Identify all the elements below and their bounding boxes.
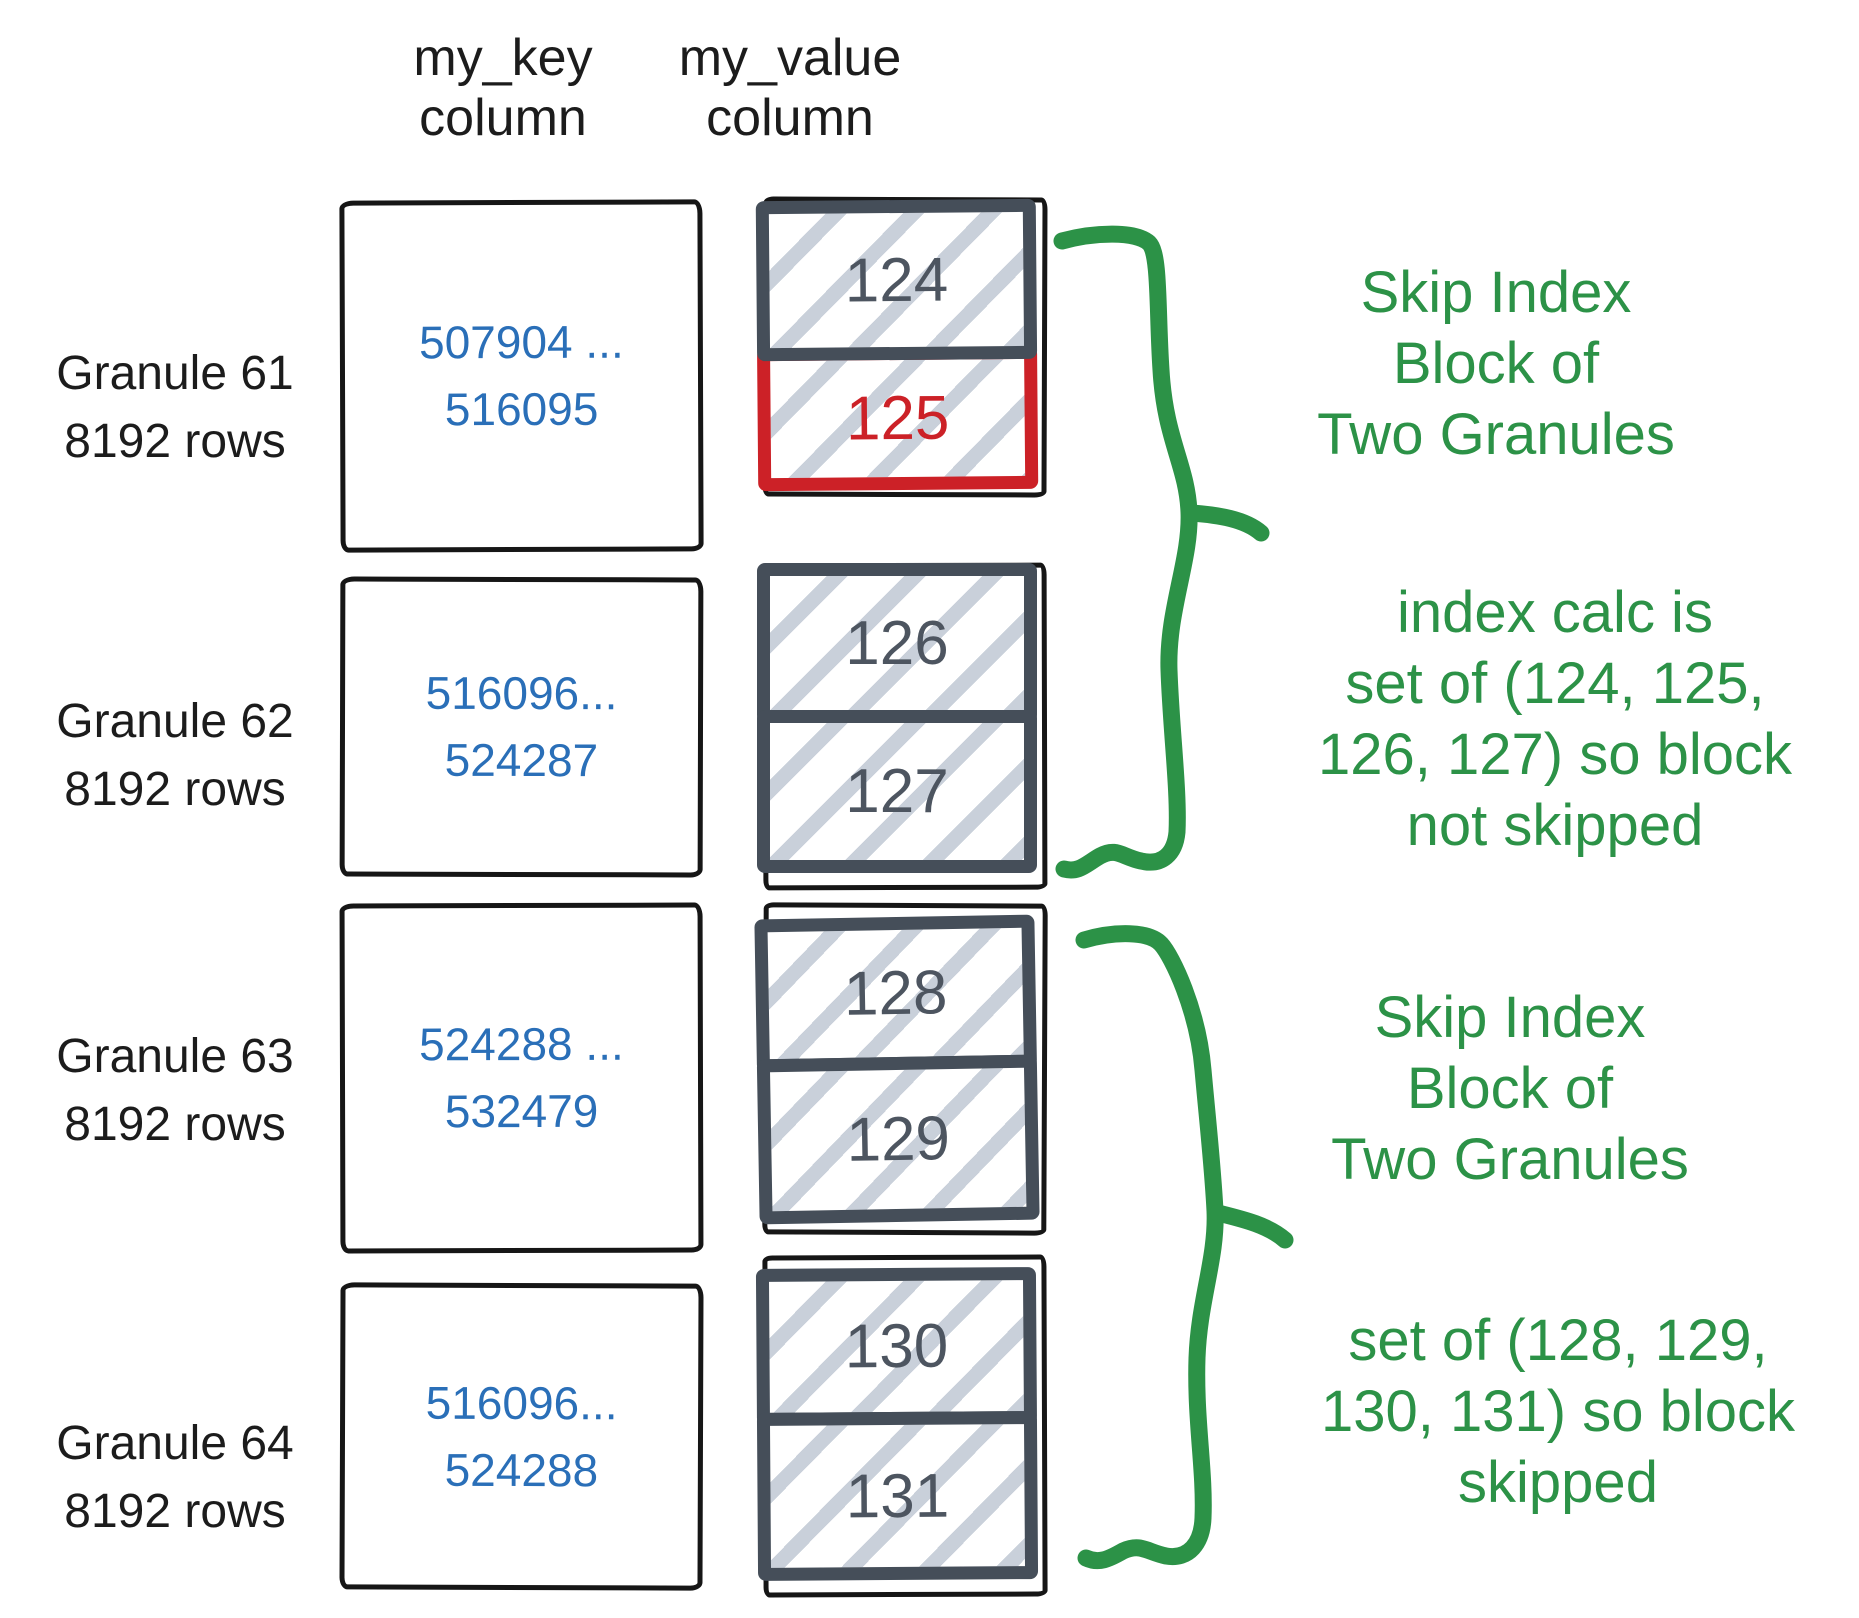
value-block-label: 131 bbox=[845, 1461, 950, 1531]
annotation-line: not skipped bbox=[1406, 793, 1704, 858]
annotation-line: set of (128, 129, bbox=[1348, 1308, 1768, 1373]
granule-64-label: Granule 64 8192 rows bbox=[15, 1410, 335, 1546]
skip-block-1-brace-tick bbox=[1183, 504, 1270, 542]
granule-63-rows: 8192 rows bbox=[64, 1098, 286, 1151]
key-range-to: 532479 bbox=[444, 1084, 599, 1138]
granule-61-label: Granule 61 8192 rows bbox=[15, 340, 335, 476]
annotation-line: Two Granules bbox=[1317, 402, 1675, 467]
value-column-header-line2: column bbox=[706, 89, 874, 147]
value-column-header: my_value column bbox=[640, 28, 940, 148]
value-block-label: 128 bbox=[843, 958, 948, 1029]
key-box-granule-62: 516096... 524287 bbox=[339, 576, 704, 878]
key-range-from: 507904 ... bbox=[418, 315, 624, 369]
value-block-126: 126 bbox=[757, 563, 1037, 723]
granule-62-name: Granule 62 bbox=[56, 695, 294, 748]
annotation-line: index calc is bbox=[1397, 580, 1713, 645]
key-range-from: 524288 ... bbox=[419, 1017, 624, 1071]
skip-block-2-brace bbox=[1075, 925, 1224, 1570]
annotation-line: Skip Index bbox=[1374, 985, 1646, 1050]
value-block-label: 130 bbox=[844, 1311, 949, 1382]
granule-61-rows: 8192 rows bbox=[64, 415, 286, 468]
value-column-header-line1: my_value bbox=[678, 29, 902, 87]
key-box-granule-61: 507904 ... 516095 bbox=[339, 199, 704, 553]
value-block-125-highlighted: 125 bbox=[757, 345, 1039, 492]
value-block-label: 129 bbox=[845, 1104, 951, 1175]
value-block-label: 126 bbox=[845, 608, 949, 678]
annotation-line: 126, 127) so block bbox=[1318, 722, 1792, 787]
granule-63-name: Granule 63 bbox=[56, 1030, 294, 1083]
value-block-label: 124 bbox=[844, 245, 949, 315]
value-block-127: 127 bbox=[757, 710, 1037, 873]
value-blocks-granule-61: 124 125 bbox=[755, 198, 1039, 492]
annotation-line: Block of bbox=[1392, 331, 1600, 396]
annotation-line: Block of bbox=[1406, 1056, 1614, 1121]
value-block-130: 130 bbox=[755, 1267, 1038, 1426]
granule-64-name: Granule 64 bbox=[56, 1417, 294, 1470]
granule-61-name: Granule 61 bbox=[56, 347, 294, 400]
value-blocks-granule-63: 128 129 bbox=[754, 914, 1040, 1225]
value-block-129: 129 bbox=[756, 1054, 1040, 1225]
key-range-from: 516096... bbox=[425, 666, 618, 720]
annotation-line: set of (124, 125, bbox=[1345, 651, 1765, 716]
annotation-line: Skip Index bbox=[1360, 260, 1632, 325]
value-block-131: 131 bbox=[756, 1411, 1039, 1581]
key-column-header-line2: column bbox=[419, 89, 587, 147]
granule-63-label: Granule 63 8192 rows bbox=[15, 1023, 335, 1159]
value-block-128: 128 bbox=[754, 914, 1037, 1073]
value-blocks-granule-64: 130 131 bbox=[755, 1267, 1039, 1581]
granule-62-rows: 8192 rows bbox=[64, 763, 286, 816]
value-block-124: 124 bbox=[755, 198, 1038, 362]
key-range-to: 516095 bbox=[444, 382, 599, 436]
granule-64-rows: 8192 rows bbox=[64, 1485, 286, 1538]
skip-block-1-brace bbox=[1053, 225, 1198, 879]
annotation-line: 130, 131) so block bbox=[1321, 1379, 1795, 1444]
skip-block-2-brace-tick bbox=[1209, 1204, 1294, 1249]
value-blocks-granule-62: 126 127 bbox=[757, 563, 1037, 873]
annotation-skip-block-2: Skip Index Block of Two Granules bbox=[1210, 982, 1810, 1195]
key-range-to: 524288 bbox=[444, 1443, 599, 1496]
key-range-from: 516096... bbox=[425, 1376, 618, 1429]
value-block-label: 125 bbox=[845, 383, 950, 454]
annotation-skip-block-1: Skip Index Block of Two Granules bbox=[1196, 257, 1796, 470]
annotation-line: Two Granules bbox=[1331, 1127, 1689, 1192]
key-box-granule-64: 516096... 524288 bbox=[339, 1282, 704, 1591]
key-box-granule-63: 524288 ... 532479 bbox=[339, 902, 704, 1254]
key-column-header-line1: my_key bbox=[413, 29, 593, 87]
annotation-line: skipped bbox=[1458, 1450, 1658, 1515]
granule-62-label: Granule 62 8192 rows bbox=[15, 688, 335, 824]
key-column-header: my_key column bbox=[313, 28, 693, 148]
value-block-label: 127 bbox=[845, 757, 949, 826]
annotation-index-calc-2: set of (128, 129, 130, 131) so block ski… bbox=[1258, 1305, 1858, 1518]
annotation-index-calc-1: index calc is set of (124, 125, 126, 127… bbox=[1255, 577, 1855, 861]
key-range-to: 524287 bbox=[444, 733, 599, 787]
